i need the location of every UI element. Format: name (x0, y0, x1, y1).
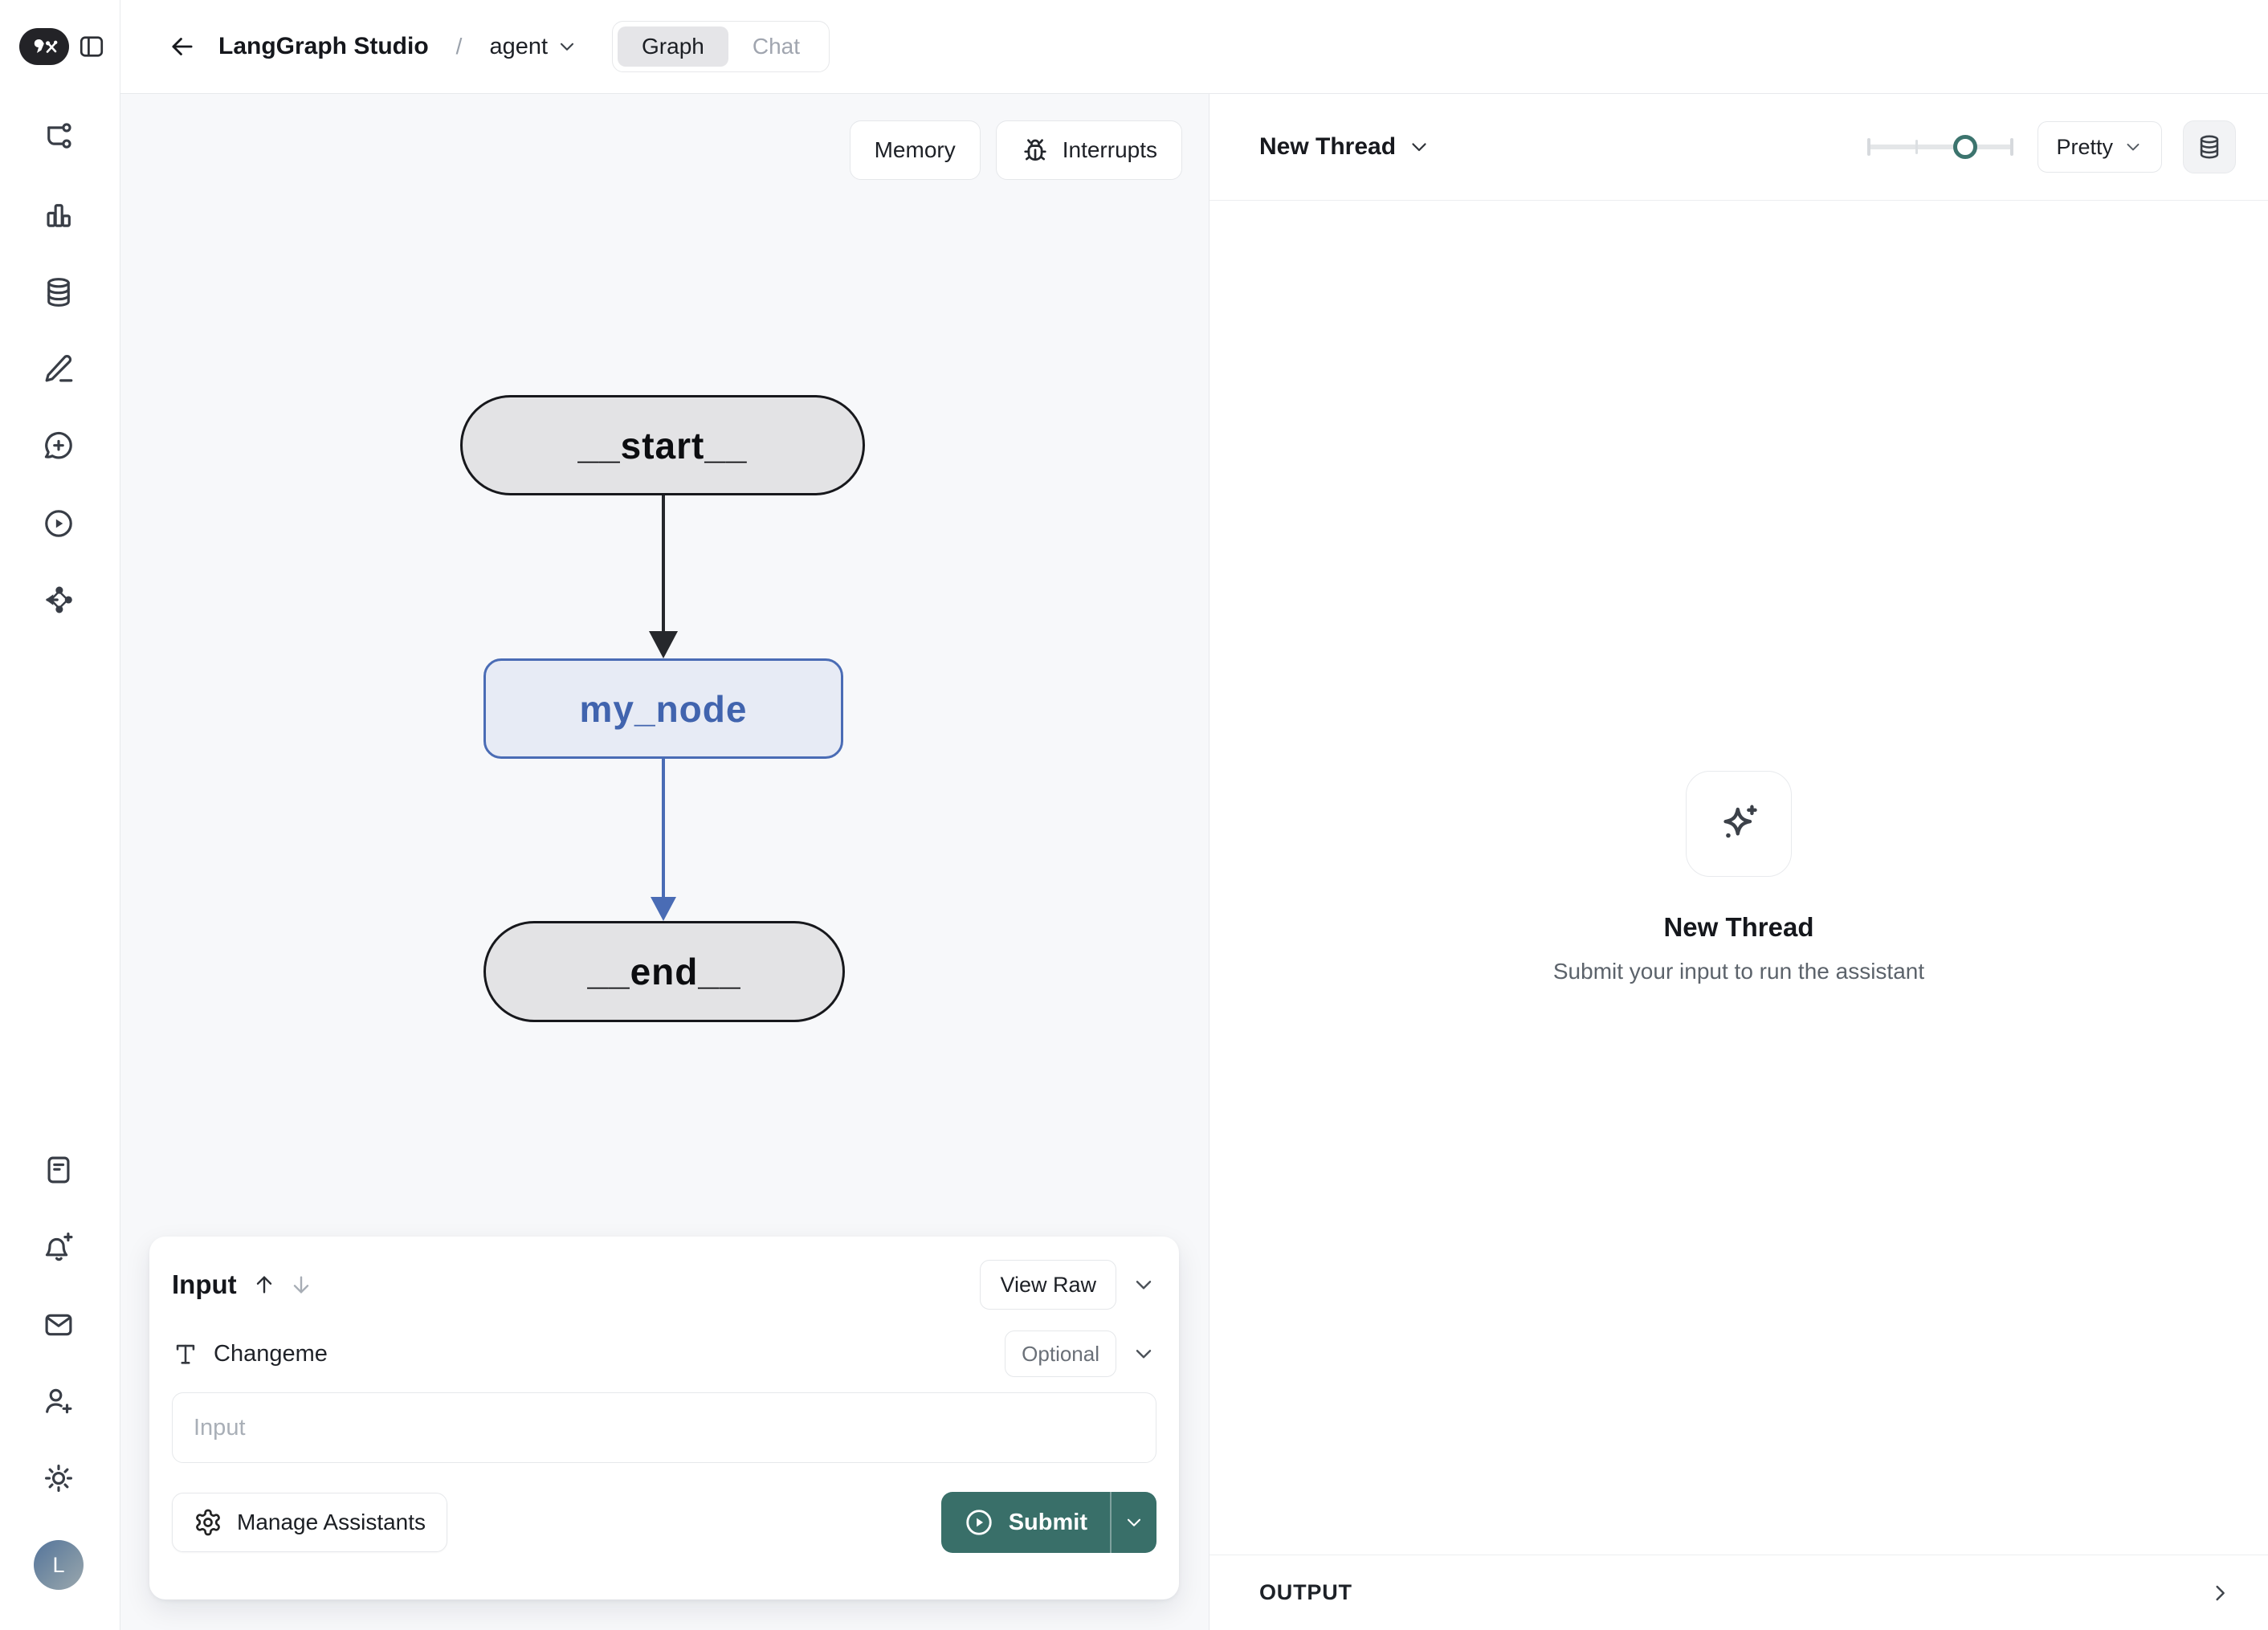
gear-icon (196, 1509, 220, 1536)
node-label: __start__ (577, 424, 748, 467)
langchain-logo[interactable] (19, 28, 69, 65)
graph-node-start[interactable]: __start__ (460, 395, 865, 495)
bell-plus-icon (45, 1233, 73, 1261)
bug-icon (1024, 139, 1046, 161)
play-circle-icon (966, 1510, 992, 1535)
sidebar-item-charts[interactable] (39, 196, 78, 234)
render-mode-select[interactable]: Pretty (2038, 121, 2162, 173)
empty-state-subtitle: Submit your input to run the assistant (1552, 959, 1925, 984)
thread-title: New Thread (1259, 133, 1397, 160)
input-field-row: Changeme Optional (172, 1330, 1156, 1377)
field-label: Changeme (214, 1340, 328, 1367)
graph-canvas[interactable]: Memory Interrupts __start__ my_node (120, 94, 1209, 1630)
sidebar-item-tracing[interactable] (39, 120, 78, 158)
sidebar-item-docs[interactable] (39, 1151, 78, 1189)
submit-button[interactable]: Submit (941, 1492, 1110, 1553)
thread-header: New Thread Pretty (1209, 94, 2268, 201)
text-type-icon (176, 1344, 195, 1364)
output-label: OUTPUT (1259, 1580, 1352, 1604)
agent-selector-label[interactable]: agent (489, 33, 549, 59)
input-panel-title: Input (172, 1269, 237, 1299)
collapse-input-chevron-icon[interactable] (1131, 1272, 1156, 1298)
user-avatar[interactable]: L (34, 1540, 84, 1590)
sidebar-item-datasets[interactable] (39, 273, 78, 312)
field-chevron-icon[interactable] (1131, 1341, 1156, 1367)
new-chat-icon (44, 432, 72, 459)
user-plus-icon (46, 1388, 72, 1414)
sidebar-item-inbox[interactable] (39, 1306, 78, 1344)
slider-knob[interactable] (1953, 135, 1978, 159)
graph-node-end[interactable]: __end__ (483, 921, 845, 1022)
sparkles-icon (1723, 805, 1757, 838)
slider-tick-start (1867, 138, 1871, 156)
sparkles-card (1686, 771, 1792, 877)
node-label: my_node (579, 687, 748, 730)
canvas-toolbar: Memory Interrupts (849, 120, 1182, 180)
trace-tree-icon (47, 123, 71, 149)
slider-tick-mid (1915, 140, 1919, 154)
left-sidebar: L (0, 0, 120, 1630)
mail-icon (45, 1314, 72, 1336)
node-label: __end__ (587, 951, 741, 992)
tab-graph[interactable]: Graph (618, 26, 728, 67)
sidebar-item-alerts[interactable] (39, 1227, 78, 1265)
panel-left-icon (80, 36, 104, 57)
back-arrow-icon[interactable] (167, 31, 198, 62)
edge-start-to-mynode (662, 495, 665, 634)
arrow-down-icon[interactable] (288, 1272, 314, 1298)
database-icon (2200, 135, 2219, 159)
edge-mynode-to-end (662, 759, 665, 899)
input-panel: Input View Raw Changeme Optional (149, 1237, 1179, 1599)
parrot-wrench-logo-icon (34, 39, 58, 53)
database-icon (47, 278, 70, 307)
sidebar-collapse-toggle[interactable] (77, 32, 106, 61)
empty-state-title: New Thread (1663, 912, 1814, 942)
state-view-button[interactable] (2183, 120, 2236, 173)
graph-node-my-node[interactable]: my_node (483, 658, 843, 759)
tab-chat[interactable]: Chat (752, 34, 800, 59)
submit-split-button: Submit (940, 1492, 1156, 1553)
sun-icon (45, 1465, 72, 1492)
sidebar-item-new-chat[interactable] (39, 426, 78, 465)
submit-divider (1110, 1492, 1112, 1553)
arrow-up-icon[interactable] (251, 1272, 277, 1298)
optional-badge: Optional (1005, 1330, 1116, 1377)
chevron-right-icon[interactable] (2207, 1580, 2233, 1606)
slider-track (1867, 145, 2014, 149)
network-icon (45, 586, 72, 613)
sidebar-item-playground[interactable] (39, 504, 78, 543)
submit-options-button[interactable] (1112, 1492, 1156, 1553)
sidebar-item-deployments[interactable] (39, 581, 78, 619)
app-title: LangGraph Studio (218, 33, 429, 59)
play-circle-icon (45, 510, 72, 537)
top-header: LangGraph Studio / agent Graph Chat (120, 0, 2268, 94)
interrupts-button[interactable]: Interrupts (995, 120, 1182, 180)
input-panel-footer: Manage Assistants Submit (172, 1492, 1156, 1553)
input-panel-header: Input View Raw (172, 1259, 1156, 1310)
input-text-field[interactable] (172, 1392, 1156, 1463)
chevron-down-icon (1127, 1518, 1141, 1526)
memory-button[interactable]: Memory (849, 120, 981, 180)
view-raw-button[interactable]: View Raw (980, 1260, 1116, 1310)
pencil-icon (45, 355, 73, 382)
breadcrumb-separator: / (455, 34, 463, 59)
thread-empty-state: New Thread Submit your input to run the … (1209, 201, 2268, 1555)
chart-column-icon (47, 204, 71, 227)
avatar-initial: L (52, 1552, 65, 1577)
slider-tick-end (2010, 138, 2014, 156)
thread-panel: New Thread Pretty (1209, 94, 2268, 1630)
output-bar[interactable]: OUTPUT (1209, 1555, 2268, 1630)
edge-mynode-to-end-arrowhead (651, 897, 676, 921)
thread-selector-chevron-icon[interactable] (1407, 135, 1431, 159)
edge-start-to-mynode-arrowhead (649, 631, 678, 658)
chevron-down-icon[interactable] (556, 35, 578, 58)
sidebar-item-invite[interactable] (39, 1382, 78, 1420)
manage-assistants-button[interactable]: Manage Assistants (172, 1493, 448, 1552)
chevron-down-icon (2127, 143, 2140, 151)
view-mode-tabs: Graph Chat (612, 21, 830, 72)
sidebar-item-annotate[interactable] (39, 349, 78, 388)
detail-level-slider[interactable] (1867, 134, 2014, 160)
sidebar-item-theme[interactable] (39, 1459, 78, 1498)
notebook-icon (47, 1156, 70, 1184)
